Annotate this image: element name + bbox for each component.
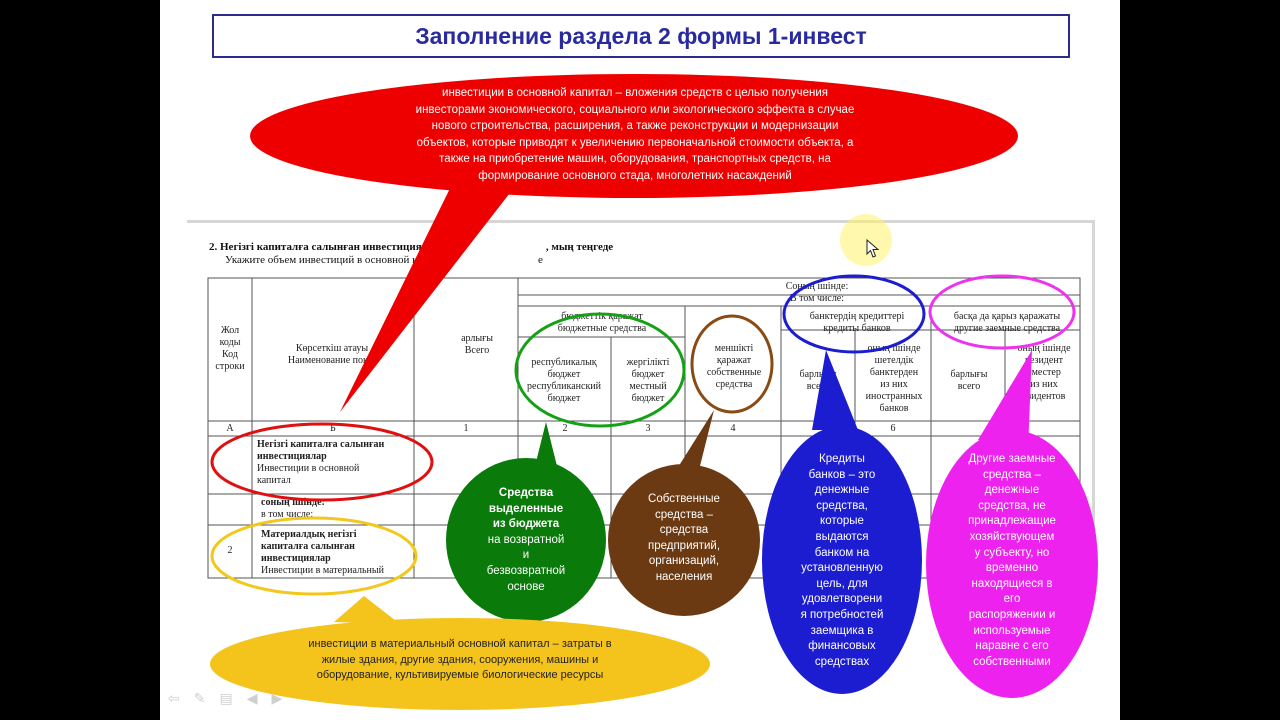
cursor-highlight [840,214,892,266]
green-bubble-text: Средства выделенные из бюджета на возвра… [486,487,566,593]
index-1: 1 [463,423,469,434]
blue-bubble-ellipse [762,426,922,694]
mouse-pointer-icon [866,238,880,264]
green-bubble-ellipse [446,458,606,622]
highlight-banks-circle [782,274,926,354]
pen-icon[interactable]: ✎ [193,690,206,706]
header-in-that-number: Соның ішінде:В том числе: [785,281,849,304]
index-6: 6 [890,423,896,434]
slide-title: Заполнение раздела 2 формы 1-инвест [415,22,867,49]
highlight-own-circle [690,314,774,414]
index-a: А [226,423,234,434]
highlight-row1-circle [210,422,434,502]
highlight-row2-circle [210,516,418,596]
arrow-left-icon[interactable]: ⇦ [168,690,180,706]
table-heading: 2. Негізгі капиталға салынған инвестиция… [209,241,614,253]
row2-code: 2 [227,545,233,556]
annotation-overlay [210,74,1098,710]
row-including: соның ішінде:в том числе: [261,497,325,520]
highlight-budget-circle [514,312,686,428]
magenta-bubble-ellipse [926,430,1098,698]
presentation-slide: Заполнение раздела 2 формы 1-инвест 2. Н… [160,0,1120,720]
brown-bubble-ellipse [608,464,760,616]
magenta-bubble-tail [978,350,1032,450]
index-3: 3 [645,423,651,434]
yellow-bubble-text: инвестиции в материальный основной капит… [308,638,612,681]
prev-slide-icon[interactable]: ◀ [246,690,258,706]
index-2: 2 [562,423,568,434]
index-4: 4 [730,423,736,434]
yellow-bubble-tail [334,596,400,624]
index-b: Б [330,423,336,434]
red-bubble-text: инвестиции в основной капитал – вложения… [415,87,855,182]
brown-bubble-tail [670,410,714,482]
yellow-bubble-ellipse [210,618,710,710]
next-slide-icon[interactable]: ▶ [271,690,283,706]
slide-menu-icon[interactable]: ▤ [219,690,233,706]
blue-bubble-tail [812,350,858,430]
red-bubble-shape [340,168,520,412]
slideshow-toolbar[interactable]: ⇦ ✎ ▤ ◀ ▶ [168,690,282,707]
slide-title-box: Заполнение раздела 2 формы 1-инвест [212,14,1070,58]
red-bubble-ellipse [250,74,1018,198]
highlight-other-circle [928,274,1076,350]
